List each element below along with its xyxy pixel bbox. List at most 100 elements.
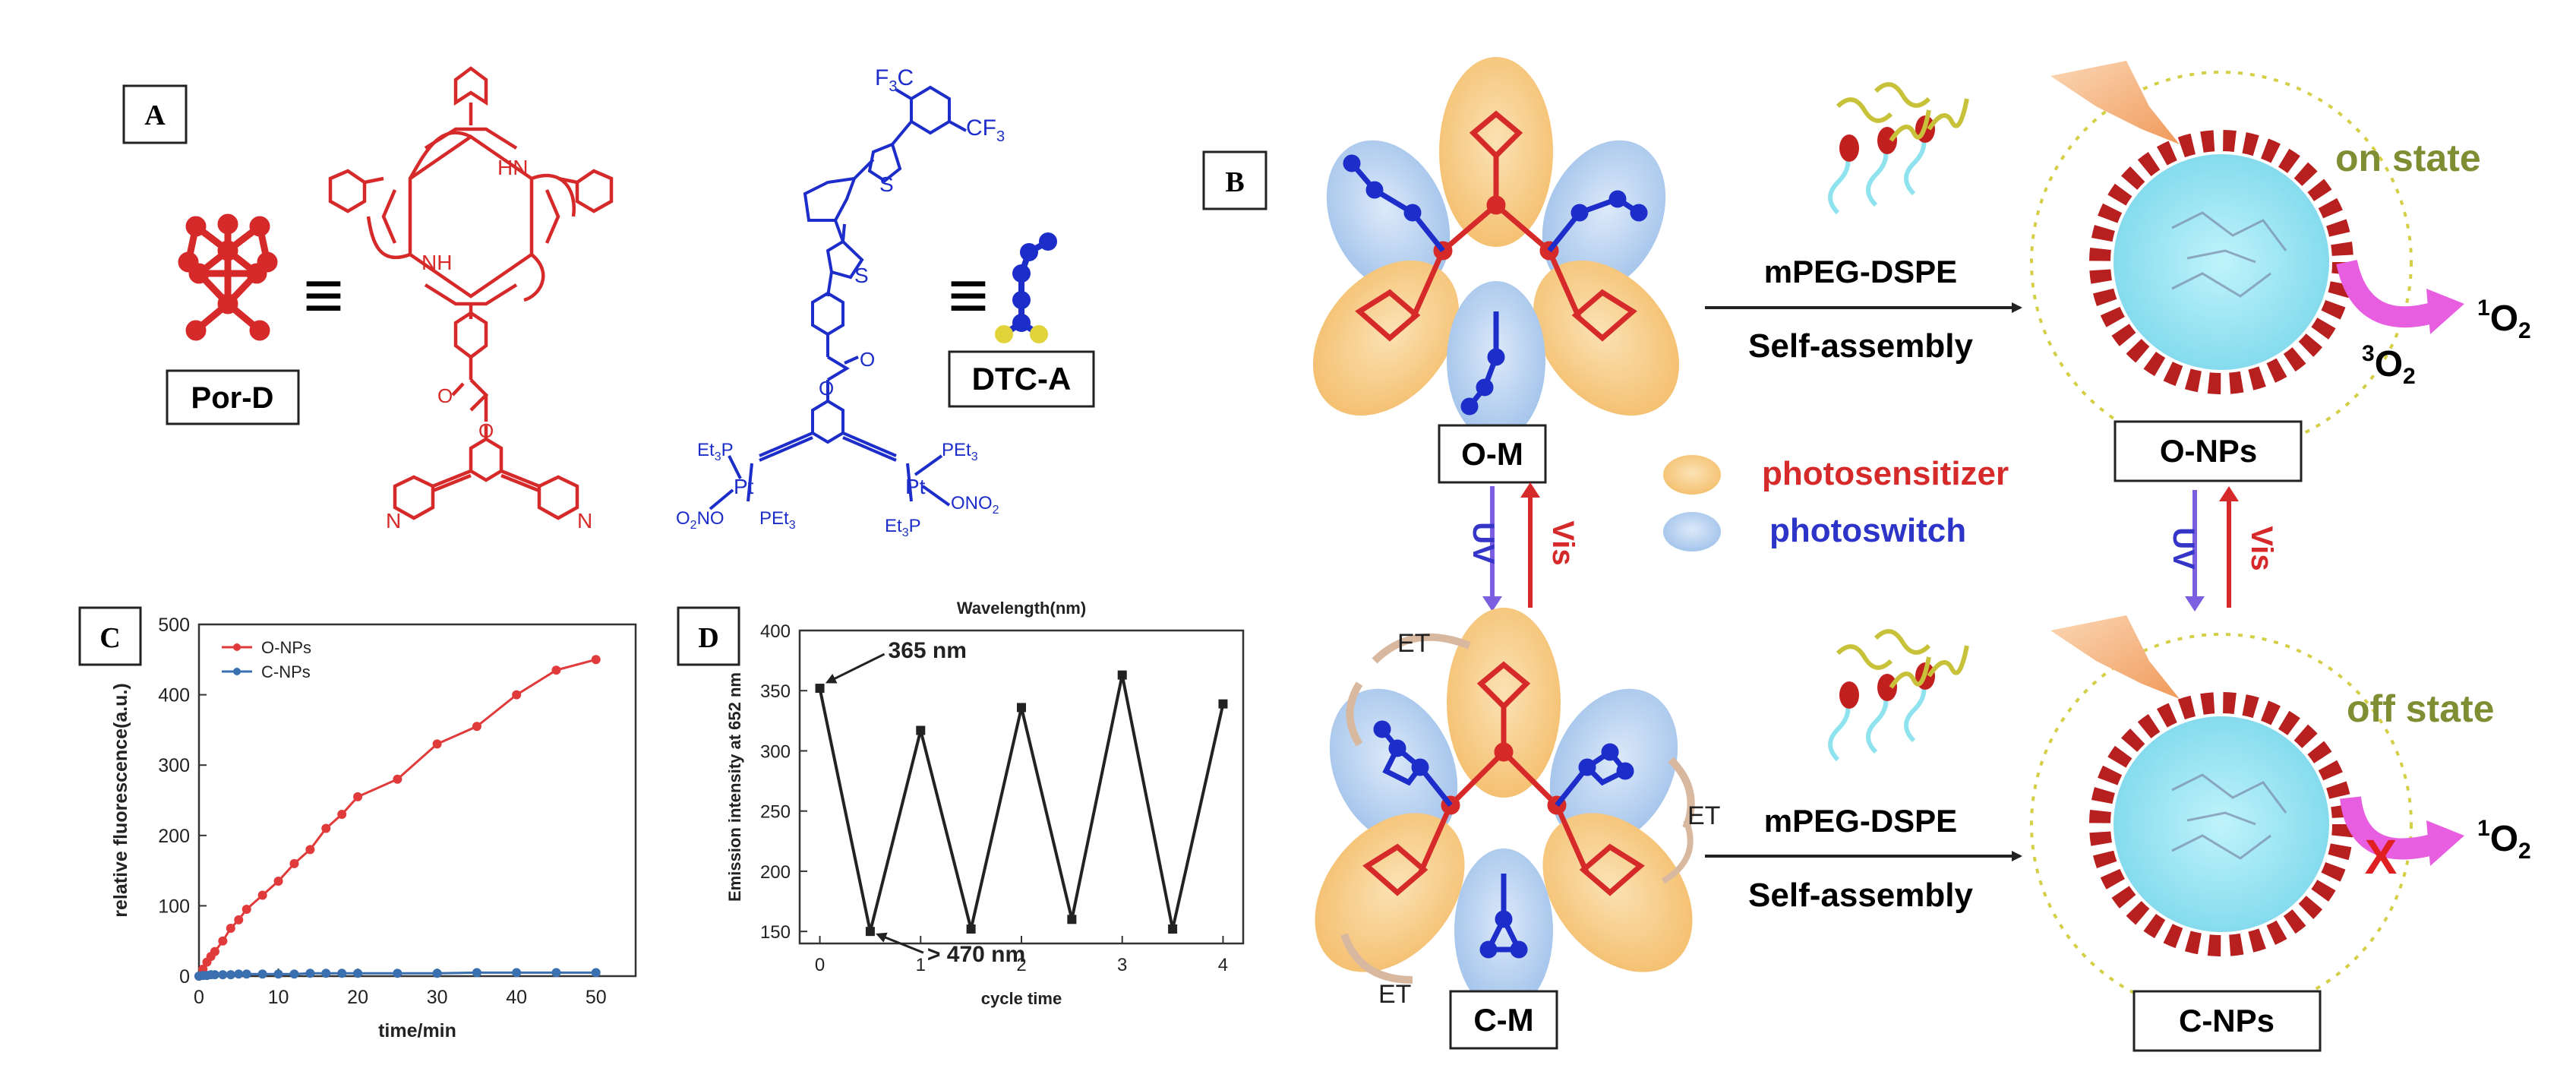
cnps-core bbox=[2114, 716, 2329, 932]
panel-d-label: D bbox=[698, 622, 718, 654]
atom-O-ester: O bbox=[860, 348, 875, 371]
series-line bbox=[818, 675, 1225, 932]
x-tick-label: 3 bbox=[1117, 955, 1127, 975]
cm-label: C-M bbox=[1473, 1002, 1533, 1038]
series-line-O-NPs bbox=[197, 658, 597, 977]
atom-Pt-right: Pt bbox=[905, 475, 926, 498]
off-state-label: off state bbox=[2347, 687, 2494, 730]
legend-label-photosensitizer: photosensitizer bbox=[1762, 455, 2009, 492]
singlet-oxygen-label-on: 1O2 bbox=[2477, 295, 2531, 343]
atom-O-ester2: O bbox=[819, 377, 834, 400]
panel-a-label-box bbox=[122, 84, 188, 144]
et-label-top-left: ET bbox=[1397, 629, 1430, 658]
data-point bbox=[1067, 915, 1077, 924]
lipid-group-top bbox=[1828, 82, 1969, 215]
panel-b-label-box bbox=[1202, 150, 1267, 210]
atom-ONO2: ONO2 bbox=[951, 493, 999, 517]
panel-a: A ≡ Por-D bbox=[122, 65, 1095, 539]
panel-c-label: C bbox=[99, 622, 120, 654]
data-point-O-NPs bbox=[551, 665, 561, 675]
atom-S-bottom: S bbox=[854, 264, 869, 287]
x-axis-label: time/min bbox=[378, 1020, 456, 1041]
data-point-O-NPs bbox=[242, 905, 251, 915]
x-tick-label: 30 bbox=[427, 987, 448, 1008]
data-point-O-NPs bbox=[234, 915, 244, 924]
et-arrow-bottom-left bbox=[1340, 933, 1413, 984]
equiv-symbol-2: ≡ bbox=[948, 257, 989, 334]
data-point-C-NPs bbox=[432, 969, 442, 978]
singlet-oxygen-arrow-on bbox=[2336, 259, 2442, 328]
lightning-bottom bbox=[2050, 615, 2180, 699]
data-point-O-NPs bbox=[305, 845, 315, 855]
data-point-C-NPs bbox=[305, 969, 315, 978]
data-point-O-NPs bbox=[393, 774, 402, 784]
x-tick-label: 0 bbox=[815, 955, 825, 975]
data-point-C-NPs bbox=[321, 969, 331, 978]
data-point-O-NPs bbox=[273, 876, 283, 886]
y-axis-label: Emission intensity at 652 nm bbox=[725, 672, 744, 902]
atom-Pt-left: Pt bbox=[734, 475, 754, 498]
om-molecule bbox=[1312, 57, 1680, 441]
et-label-right: ET bbox=[1687, 801, 1720, 830]
et-label-bottom-left: ET bbox=[1378, 980, 1411, 1009]
por-d-label: Por-D bbox=[191, 381, 274, 415]
mpeg-label-bottom: mPEG-DSPE bbox=[1764, 803, 1957, 839]
cnps-fringe bbox=[2030, 633, 2413, 1016]
atom-Et3P-right: Et3P bbox=[885, 516, 921, 539]
atom-HN: HN bbox=[497, 156, 528, 179]
atom-S-top: S bbox=[879, 172, 894, 196]
legend-swatch-photosensitizer bbox=[1663, 455, 1721, 495]
x-tick-label: 1 bbox=[916, 955, 926, 975]
cm-label-box bbox=[1449, 990, 1558, 1050]
onps-core bbox=[2114, 154, 2329, 370]
dtc-a-icon bbox=[995, 232, 1057, 343]
y-tick-label: 100 bbox=[158, 896, 190, 917]
et-arrow-left bbox=[1346, 681, 1363, 747]
legend-label-photoswitch: photoswitch bbox=[1769, 512, 1966, 549]
y-tick-label: 350 bbox=[760, 681, 791, 702]
data-point-C-NPs bbox=[210, 970, 219, 980]
cnps-nanoparticle bbox=[2030, 615, 2413, 1016]
data-point-O-NPs bbox=[289, 858, 299, 868]
panel-c-label-box bbox=[78, 606, 142, 666]
annotation-arrow-470 bbox=[876, 932, 924, 954]
onps-label: O-NPs bbox=[2160, 433, 2257, 469]
data-point-C-NPs bbox=[472, 968, 481, 978]
x-tick-label: 2 bbox=[1016, 955, 1026, 975]
data-point-C-NPs bbox=[337, 969, 347, 978]
data-point-C-NPs bbox=[353, 969, 363, 978]
vis-label-right: Vis bbox=[2245, 526, 2278, 570]
data-point-C-NPs bbox=[393, 969, 402, 978]
cnps-shell bbox=[2089, 692, 2353, 956]
data-point bbox=[1117, 670, 1127, 680]
por-d-icon bbox=[178, 213, 278, 341]
data-point bbox=[865, 927, 875, 937]
y-tick-label: 400 bbox=[158, 685, 190, 706]
y-tick-label: 500 bbox=[158, 615, 190, 636]
atom-O-ether: O bbox=[478, 419, 494, 442]
annotation-arrow-365 bbox=[825, 653, 886, 684]
data-point-O-NPs bbox=[218, 936, 228, 946]
atom-NH: NH bbox=[421, 251, 452, 274]
dtc-a-structure bbox=[709, 85, 967, 510]
blocked-cross: X bbox=[2365, 830, 2398, 884]
data-point-O-NPs bbox=[591, 655, 601, 665]
mpeg-label-top: mPEG-DSPE bbox=[1764, 254, 1957, 289]
chart-title: Wavelength(nm) bbox=[957, 599, 1086, 618]
legend-marker-O-NPs bbox=[233, 643, 241, 651]
atom-O-carbonyl: O bbox=[437, 384, 453, 407]
atom-Et3P-left: Et3P bbox=[697, 440, 734, 463]
dtc-a-label-box bbox=[948, 350, 1095, 408]
uv-arrowhead-left bbox=[1482, 596, 1502, 612]
y-tick-label: 0 bbox=[179, 966, 190, 988]
data-point bbox=[1017, 703, 1026, 713]
data-point-O-NPs bbox=[226, 924, 235, 934]
self-assembly-label-top: Self-assembly bbox=[1748, 327, 1973, 365]
cnps-label-box bbox=[2132, 990, 2322, 1052]
y-axis-label: relative fluorescence(a.u.) bbox=[110, 683, 131, 917]
y-tick-label: 400 bbox=[760, 621, 791, 642]
panel-d-label-box bbox=[677, 606, 740, 666]
